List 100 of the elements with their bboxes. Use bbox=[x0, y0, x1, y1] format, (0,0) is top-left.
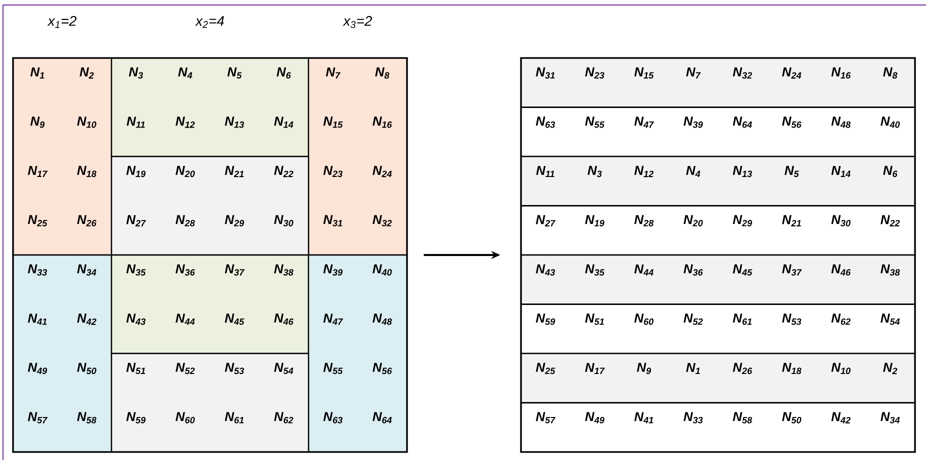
cell-label: N$_{57}$ bbox=[28, 412, 48, 424]
cell-label: N$_{44}$ bbox=[176, 314, 195, 325]
cell-label: N$_{48}$ bbox=[831, 116, 851, 128]
cell-label: N$_{47}$ bbox=[323, 314, 343, 325]
cell-label: N$_{43}$ bbox=[126, 314, 146, 325]
cell-label: N$_{17}$ bbox=[585, 362, 605, 374]
cell-label: N$_{37}$ bbox=[782, 264, 802, 276]
cell-label: N$_{32}$ bbox=[372, 215, 392, 226]
cell-label: N$_{40}$ bbox=[880, 116, 900, 128]
matrix-frame bbox=[12, 57, 408, 453]
cell-label: N$_{58}$ bbox=[77, 412, 96, 424]
cell-label: N$_{7}$ bbox=[326, 67, 340, 79]
cell-label: N$_{62}$ bbox=[831, 314, 851, 325]
cell-label: N$_{14}$ bbox=[274, 116, 294, 128]
cell-label: N$_{18}$ bbox=[77, 166, 96, 178]
cell-label: N$_{29}$ bbox=[224, 215, 244, 226]
cell-label: N$_{60}$ bbox=[176, 412, 195, 424]
cell-label: N$_{61}$ bbox=[224, 412, 244, 424]
cell-label: N$_{11}$ bbox=[536, 166, 554, 178]
cell-label: N$_{20}$ bbox=[176, 166, 195, 178]
cell-label: N$_{34}$ bbox=[880, 412, 900, 424]
cell-label: N$_{28}$ bbox=[176, 215, 195, 226]
cell-label: N$_{33}$ bbox=[28, 264, 48, 276]
matrix-frame bbox=[520, 57, 916, 453]
cell-label: N$_{63}$ bbox=[323, 412, 343, 424]
cell-label: N$_{43}$ bbox=[536, 264, 556, 276]
cell-label: N$_{14}$ bbox=[831, 166, 850, 178]
cell-label: N$_{40}$ bbox=[372, 264, 392, 276]
cell-label: N$_{23}$ bbox=[323, 166, 343, 178]
cell-label: N$_{35}$ bbox=[585, 264, 604, 276]
cell-label: N$_{39}$ bbox=[323, 264, 343, 276]
cell-label: N$_{59}$ bbox=[536, 314, 556, 325]
cell-label: N$_{60}$ bbox=[634, 314, 654, 325]
cell-label: N$_{15}$ bbox=[323, 116, 343, 128]
cell-label: N$_{9}$ bbox=[30, 116, 45, 128]
cell-label: N$_{16}$ bbox=[372, 116, 392, 128]
cell-label: N$_{1}$ bbox=[30, 67, 44, 79]
cell-label: N$_{25}$ bbox=[28, 215, 48, 226]
cell-label: N$_{56}$ bbox=[782, 116, 802, 128]
cell-label: N$_{23}$ bbox=[585, 67, 604, 79]
cell-label: N$_{55}$ bbox=[585, 116, 604, 128]
cell-label: N$_{4}$ bbox=[178, 67, 192, 79]
cell-label: N$_{5}$ bbox=[784, 166, 799, 178]
cell-label: N$_{48}$ bbox=[372, 314, 392, 325]
cell-label: N$_{3}$ bbox=[588, 166, 602, 178]
cell-label: N$_{15}$ bbox=[634, 67, 654, 79]
cell-label: N$_{55}$ bbox=[323, 362, 343, 374]
cell-label: N$_{13}$ bbox=[732, 166, 752, 178]
cell-label: N$_{5}$ bbox=[227, 67, 242, 79]
cell-label: N$_{24}$ bbox=[372, 166, 392, 178]
cell-label: N$_{6}$ bbox=[276, 67, 291, 79]
cell-label: N$_{54}$ bbox=[880, 314, 900, 325]
cell-label: N$_{2}$ bbox=[883, 362, 898, 374]
cell-label: N$_{17}$ bbox=[28, 166, 48, 178]
cell-label: N$_{10}$ bbox=[77, 116, 96, 128]
cell-label: N$_{12}$ bbox=[634, 166, 654, 178]
dimension-label: x$_{1}$=2 bbox=[47, 16, 77, 28]
cell-label: N$_{4}$ bbox=[686, 166, 700, 178]
cell-label: N$_{54}$ bbox=[274, 362, 294, 374]
cell-label: N$_{8}$ bbox=[375, 67, 390, 79]
cell-label: N$_{41}$ bbox=[634, 412, 654, 424]
cell-label: N$_{11}$ bbox=[126, 116, 145, 128]
cell-label: N$_{53}$ bbox=[782, 314, 802, 325]
dimension-label: x$_{3}$=2 bbox=[342, 16, 372, 28]
cell-label: N$_{35}$ bbox=[126, 264, 146, 276]
cell-label: N$_{38}$ bbox=[274, 264, 294, 276]
cell-label: N$_{27}$ bbox=[536, 215, 556, 226]
cell-label: N$_{61}$ bbox=[732, 314, 752, 325]
cell-label: N$_{37}$ bbox=[224, 264, 244, 276]
cell-label: N$_{20}$ bbox=[684, 215, 703, 226]
cell-label: N$_{50}$ bbox=[77, 362, 96, 374]
cell-label: N$_{9}$ bbox=[636, 362, 652, 374]
cell-label: N$_{39}$ bbox=[684, 116, 703, 128]
cell-label: N$_{19}$ bbox=[126, 166, 146, 178]
cell-label: N$_{18}$ bbox=[782, 362, 802, 374]
cell-label: N$_{22}$ bbox=[274, 166, 294, 178]
cell-label: N$_{27}$ bbox=[126, 215, 146, 226]
cell-label: N$_{42}$ bbox=[831, 412, 851, 424]
cell-label: N$_{7}$ bbox=[686, 67, 701, 79]
cell-label: N$_{45}$ bbox=[224, 314, 244, 325]
cell-label: N$_{13}$ bbox=[224, 116, 244, 128]
cell-label: N$_{31}$ bbox=[323, 215, 342, 226]
dimension-label: x$_{2}$=4 bbox=[195, 16, 224, 28]
cell-label: N$_{49}$ bbox=[28, 362, 48, 374]
cell-label: N$_{33}$ bbox=[684, 412, 703, 424]
cell-label: N$_{36}$ bbox=[684, 264, 703, 276]
cell-label: N$_{12}$ bbox=[176, 116, 195, 128]
cell-label: N$_{64}$ bbox=[372, 412, 392, 424]
cell-label: N$_{30}$ bbox=[274, 215, 294, 226]
cell-label: N$_{22}$ bbox=[880, 215, 900, 226]
cell-label: N$_{36}$ bbox=[176, 264, 195, 276]
cell-label: N$_{25}$ bbox=[536, 362, 556, 374]
cell-label: N$_{63}$ bbox=[536, 116, 556, 128]
cell-label: N$_{42}$ bbox=[77, 314, 96, 325]
cell-label: N$_{29}$ bbox=[732, 215, 752, 226]
cell-label: N$_{21}$ bbox=[224, 166, 244, 178]
cell-label: N$_{38}$ bbox=[880, 264, 900, 276]
cell-label: N$_{3}$ bbox=[128, 67, 143, 79]
cell-label: N$_{59}$ bbox=[126, 412, 146, 424]
cell-label: N$_{32}$ bbox=[732, 67, 752, 79]
